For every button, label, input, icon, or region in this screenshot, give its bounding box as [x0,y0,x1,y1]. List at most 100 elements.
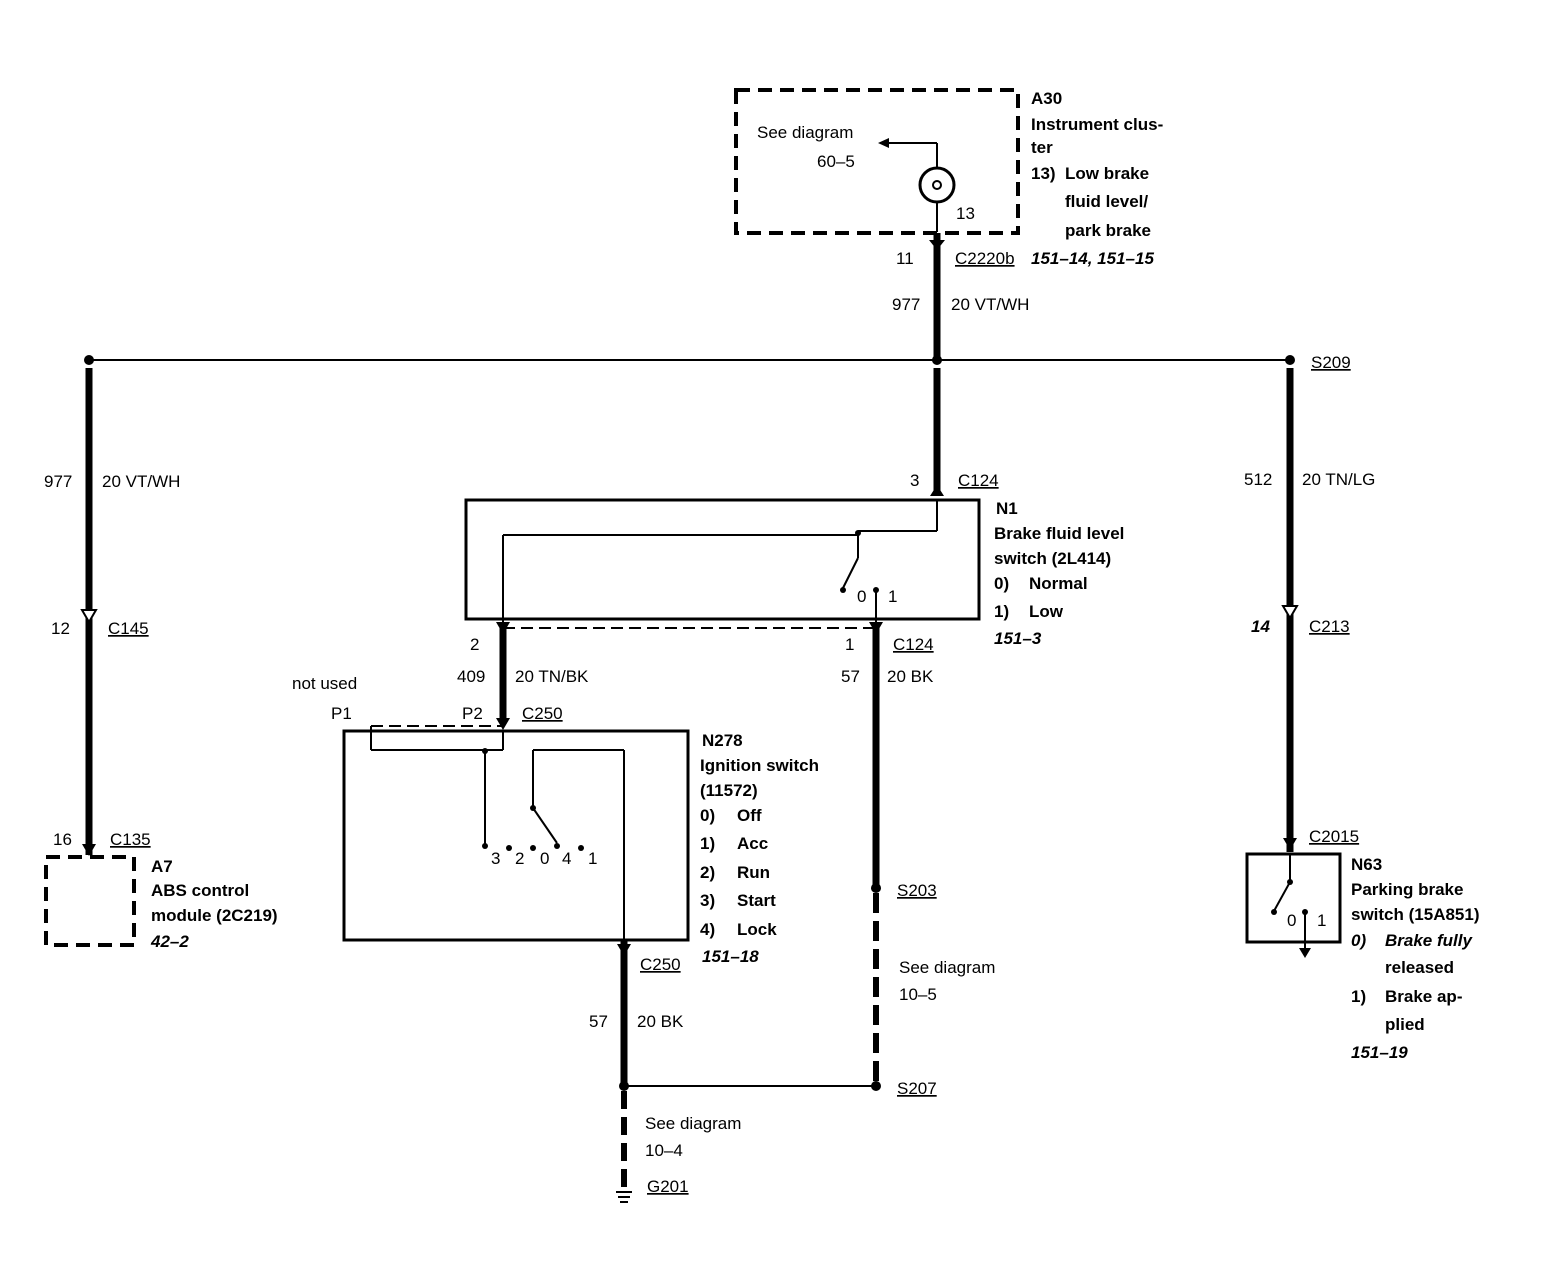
instrument-cluster-a30: See diagram 60–5 13 [734,88,1020,235]
wire-977-color: 20 VT/WH [951,295,1029,314]
wire-57a-color: 20 BK [887,667,934,686]
n278-contact-2: 2 [515,849,524,868]
lamp-pin: 13 [956,204,975,223]
n278-ref: 151–18 [702,947,759,966]
a7-name-line1: ABS control [151,881,249,900]
c135-label: C135 [110,830,151,849]
s209-label: S209 [1311,353,1351,372]
a7-id: A7 [151,857,173,876]
n63-ref: 151–19 [1351,1043,1408,1062]
a30-refs: 151–14, 151–15 [1031,249,1154,268]
n1-state1-label: Low [1029,602,1064,621]
n278-state1-num: 1) [700,834,715,853]
arrow-left-icon [878,138,889,148]
wire-409-color: 20 TN/BK [515,667,589,686]
c135-pin: 16 [53,830,72,849]
n278-state3-num: 3) [700,891,715,910]
n278-state3-label: Start [737,891,776,910]
wire-977-circuit: 977 [892,295,920,314]
n278-contact-4: 4 [562,849,571,868]
n63-name-line1: Parking brake [1351,880,1463,899]
n1-id: N1 [996,499,1018,518]
see-10-5-line2: 10–5 [899,985,937,1004]
a7-name-line2: module (2C219) [151,906,278,925]
n278-contact-0: 0 [540,849,549,868]
right-wire-circuit: 512 [1244,470,1272,489]
c2015-label: C2015 [1309,827,1359,846]
n1-state0-label: Normal [1029,574,1088,593]
abs-module-box [44,855,136,947]
n63-state1-line2: plied [1385,1015,1425,1034]
a30-pin-desc-line1: Low brake [1065,164,1149,183]
n63-contact-0: 0 [1287,911,1296,930]
c124-bottom-pin2: 2 [470,635,479,654]
n278-contact-3: 3 [491,849,500,868]
c250-not-used: not used [292,674,357,693]
n63-state1-num: 1) [1351,987,1366,1006]
n1-state0-num: 0) [994,574,1009,593]
right-wire-color: 20 TN/LG [1302,470,1375,489]
n1-contact-0: 0 [857,587,866,606]
wire-57b-color: 20 BK [637,1012,684,1031]
n278-state0-num: 0) [700,806,715,825]
c250-bottom-label: C250 [640,955,681,974]
n278-contact-1: 1 [588,849,597,868]
left-branch [80,368,98,856]
c213-pin: 14 [1251,617,1270,636]
g201-label: G201 [647,1177,689,1196]
left-wire-color: 20 VT/WH [102,472,180,491]
c2220b-label: C2220b [955,249,1015,268]
c145-label: C145 [108,619,149,638]
wire-57a-circuit: 57 [841,667,860,686]
n1-name-line2: switch (2L414) [994,549,1111,568]
c124-bottom-pin1: 1 [845,635,854,654]
c250-top-label: C250 [522,704,563,723]
c145-pin: 12 [51,619,70,638]
a30-name-line1: Instrument clus- [1031,115,1163,134]
n63-state0-line2: released [1385,958,1454,977]
n278-name-line2: (11572) [700,781,758,800]
see-diagram-label: See diagram [757,123,853,142]
n1-ref: 151–3 [994,629,1042,648]
c213-label: C213 [1309,617,1350,636]
n278-state2-num: 2) [700,863,715,882]
c124-top-pin: 3 [910,471,919,490]
a30-pin-desc-line3: park brake [1065,221,1151,240]
n63-state1-line1: Brake ap- [1385,987,1462,1006]
see-diagram-ref: 60–5 [817,152,855,171]
see-10-4-line2: 10–4 [645,1141,683,1160]
n63-name-line2: switch (15A851) [1351,905,1480,924]
s207-label: S207 [897,1079,937,1098]
left-wire-circuit: 977 [44,472,72,491]
warning-lamp-icon [918,166,956,204]
n278-state4-label: Lock [737,920,777,939]
n63-id: N63 [1351,855,1382,874]
wire-409-circuit: 409 [457,667,485,686]
wire-57b-circuit: 57 [589,1012,608,1031]
n278-state2-label: Run [737,863,770,882]
see-10-5-line1: See diagram [899,958,995,977]
parking-brake-switch-n63: 0 1 [1245,852,1342,958]
n1-state1-num: 1) [994,602,1009,621]
c124-bottom-label: C124 [893,635,934,654]
a30-pin-number: 13) [1031,164,1056,183]
n63-state0-num: 0) [1351,931,1366,950]
c250-p2: P2 [462,704,483,723]
n278-state0-label: Off [737,806,762,825]
n63-contact-1: 1 [1317,911,1326,930]
n1-contact-1: 1 [888,587,897,606]
ignition-switch-n278: 3 2 0 4 1 [342,726,690,942]
n278-state4-num: 4) [700,920,715,939]
a30-name-line2: ter [1031,138,1053,157]
a7-ref: 42–2 [150,932,189,951]
c124-top-label: C124 [958,471,999,490]
ground-icon [616,1191,632,1203]
n278-name-line1: Ignition switch [700,756,819,775]
connector-arrow-icon [929,240,945,250]
brake-fluid-switch-n1: 0 1 [464,498,981,628]
n278-id: N278 [702,731,743,750]
c2220b-pin: 11 [896,249,914,268]
c250-p1: P1 [331,704,352,723]
n63-state0-line1: Brake fully [1385,931,1473,950]
